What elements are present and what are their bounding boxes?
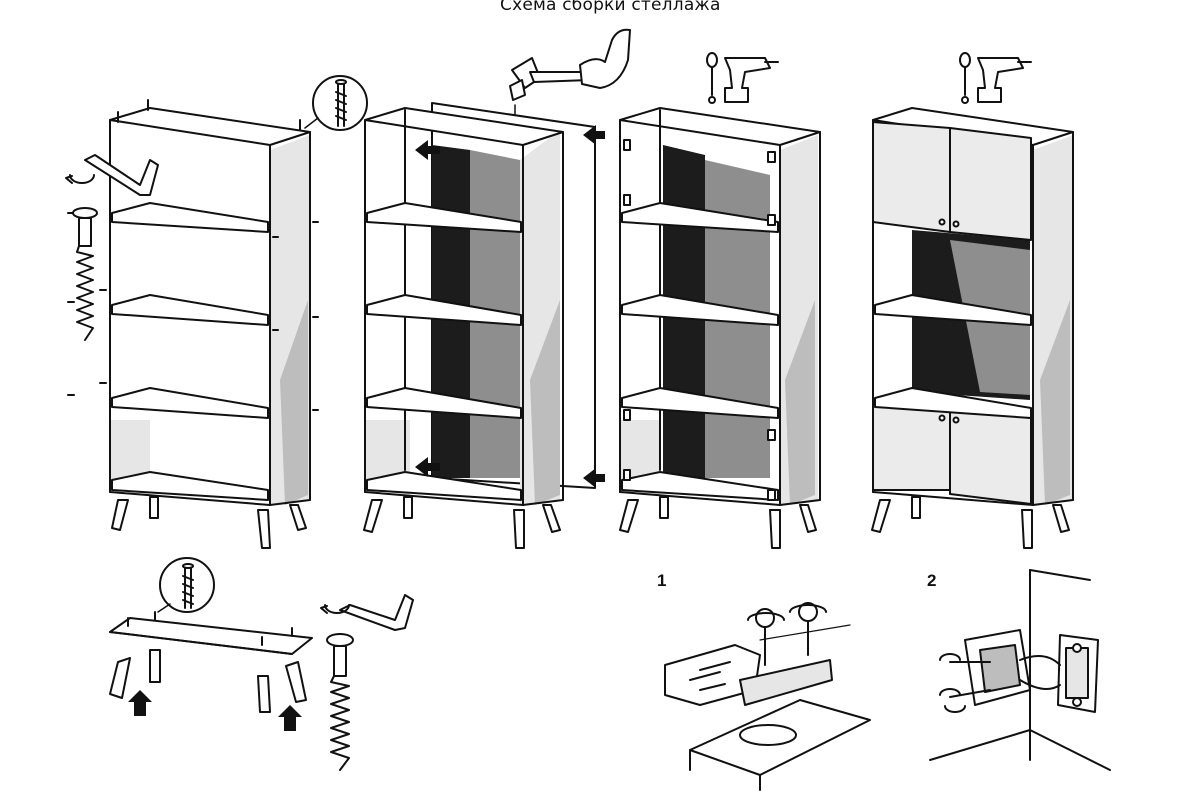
screw-detail-zoom [304,75,368,131]
drill-icon [977,57,1032,103]
step-label-1: 1 [657,571,667,590]
screwdriver-icon [706,52,718,104]
base-board-detail [109,611,313,713]
hex-key-icon [320,594,414,631]
hand-icon [579,28,631,89]
diagram-title: Схема сборки стеллажа [500,0,721,15]
shelf-frame-4 [871,107,1074,549]
step-label-2: 2 [927,571,937,590]
arrow-icon [128,690,302,731]
hinge-icon [664,602,871,791]
shelf-frame-3 [619,107,821,549]
screw-detail-zoom [157,557,215,613]
drill-icon [724,57,779,103]
screw-icon [72,207,98,341]
screw-icon [326,633,354,771]
arrow-icon [415,125,605,488]
hinge-icon [929,569,1111,771]
hammer-icon [509,57,591,116]
shelf-frame-2 [363,102,596,549]
shelf-frame-1 [67,99,319,549]
hex-key-icon [65,154,159,196]
screwdriver-icon [959,52,971,104]
